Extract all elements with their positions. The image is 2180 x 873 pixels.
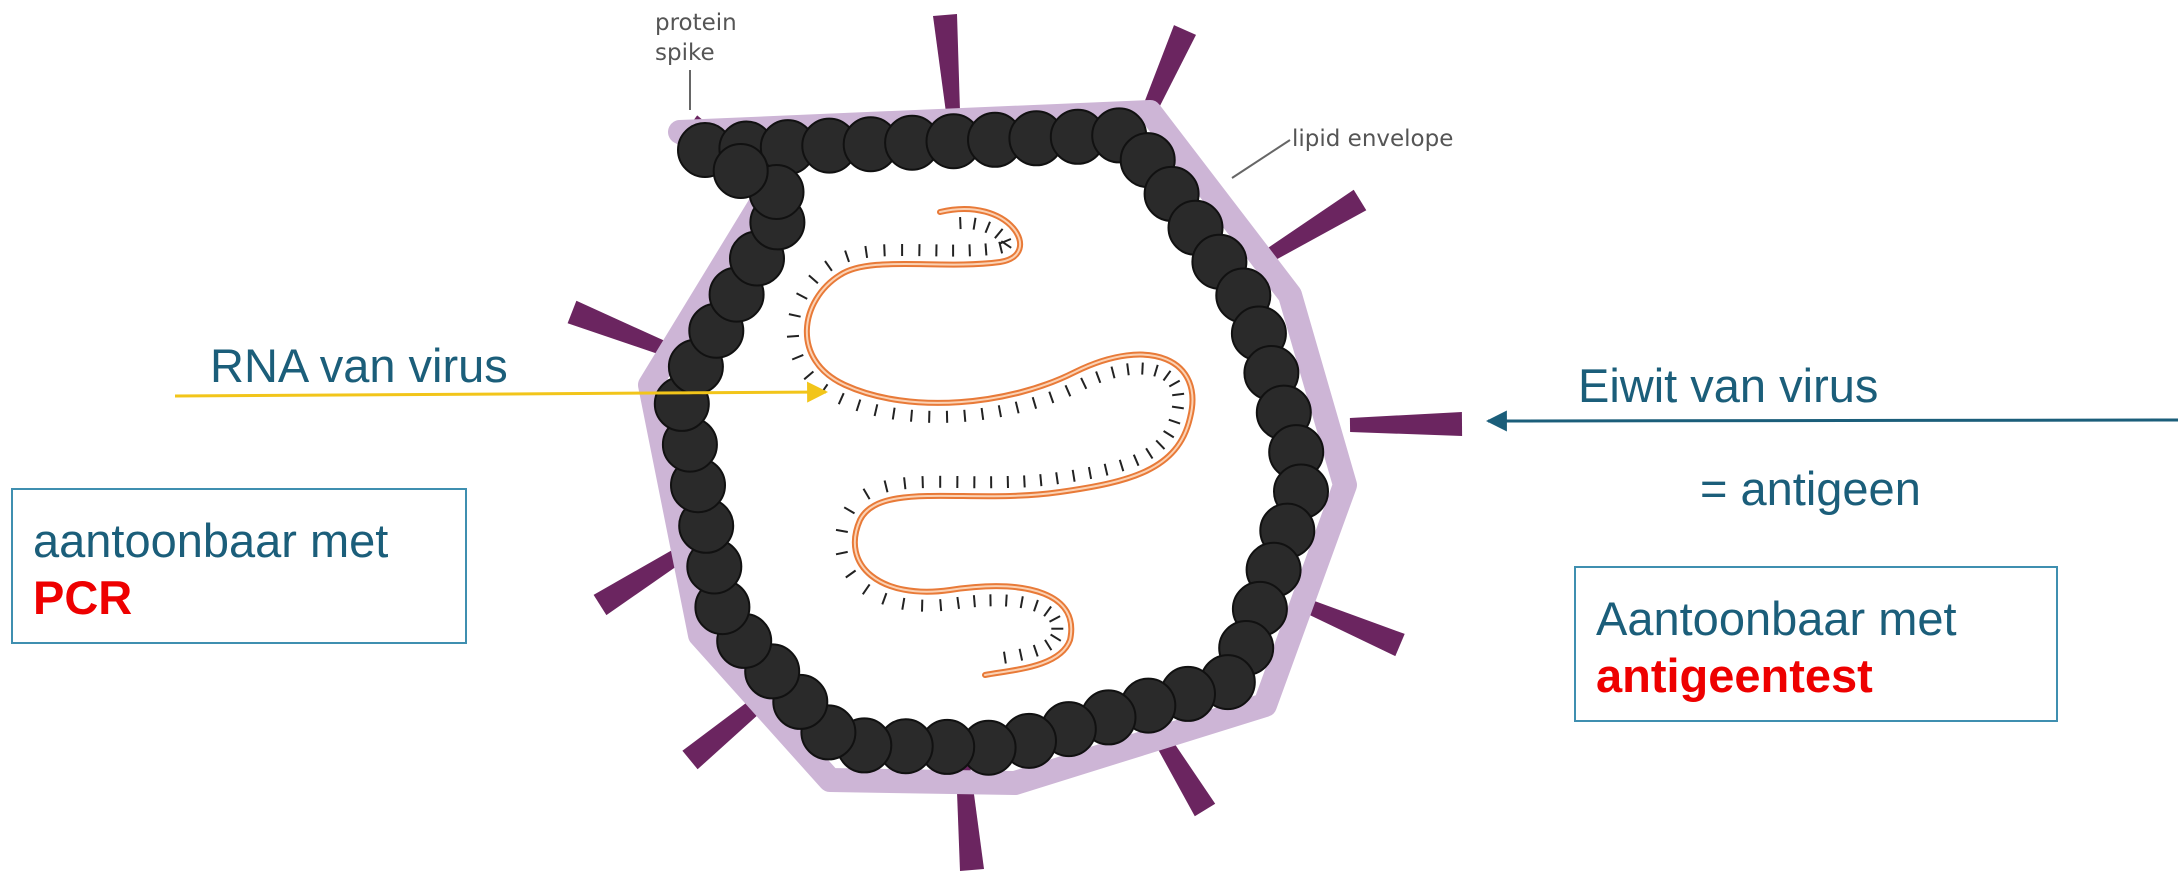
rna-base-tick: [1033, 397, 1036, 409]
rna-base-tick: [1112, 367, 1115, 379]
rna-base-tick: [845, 251, 849, 262]
protein-arrow: [1488, 420, 2178, 421]
rna-bases: [787, 217, 1184, 663]
rna-base-tick: [986, 222, 991, 233]
rna-base-tick: [804, 372, 813, 380]
rna-base-tick: [911, 410, 912, 422]
rna-base-tick: [1164, 431, 1174, 437]
rna-base-tick: [787, 336, 799, 337]
rna-base-tick: [885, 481, 888, 493]
rna-base-tick: [1169, 381, 1179, 387]
rna-base-tick: [1020, 649, 1023, 661]
lipid-envelope-leader: [1232, 140, 1290, 178]
rna-base-tick: [1050, 616, 1061, 622]
rna-base-tick: [846, 571, 856, 578]
rna-base-tick: [857, 400, 861, 411]
rna-base-tick: [904, 477, 905, 489]
rna-base-tick: [960, 217, 961, 229]
rna-base-tick: [844, 507, 854, 513]
rna-base-tick: [1056, 472, 1058, 484]
protein-label: Eiwit van virus: [1578, 362, 1878, 409]
rna-base-tick: [964, 410, 965, 422]
protein-spike-icon: [568, 301, 671, 357]
rna-base-tick: [1004, 652, 1006, 664]
rna-base-tick: [1156, 440, 1164, 449]
rna-base-tick: [1142, 363, 1143, 375]
rna-base-tick: [995, 229, 1003, 238]
rna-base-tick: [974, 218, 976, 230]
rna-base-tick: [1073, 470, 1075, 482]
rna-base-tick: [797, 293, 808, 299]
rna-base-tick: [1034, 645, 1038, 656]
rna-base-tick: [1154, 365, 1157, 377]
rna-base-tick: [865, 246, 867, 258]
rna-base-tick: [839, 393, 844, 404]
antigen-box-text: Aantoonbaar met: [1596, 592, 1957, 645]
rna-base-tick: [809, 275, 818, 283]
rna-base-tick: [875, 404, 878, 416]
rna-base-tick: [1051, 635, 1061, 641]
antigen-label: = antigeen: [1700, 465, 1921, 512]
rna-base-tick: [1089, 467, 1091, 479]
capsomere-icon: [714, 144, 768, 198]
rna-base-tick: [789, 314, 801, 317]
rna-base-tick: [1045, 640, 1051, 650]
rna-base-tick: [1024, 475, 1025, 487]
rna-base-tick: [825, 261, 832, 271]
pcr-box: aantoonbaar met PCR: [11, 488, 467, 644]
rna-base-tick: [836, 552, 848, 554]
rna-base-tick: [1001, 241, 1011, 248]
rna-base-tick: [982, 408, 984, 420]
protein-spike-icon: [1350, 412, 1462, 436]
protein-spike-icon: [1266, 190, 1366, 261]
rna-base-tick: [1164, 371, 1171, 381]
rna-base-tick: [940, 599, 941, 611]
rna-base-tick: [1044, 607, 1051, 617]
rna-base-tick: [864, 489, 870, 499]
antigen-method: antigeentest: [1596, 647, 2036, 704]
rna-base-tick: [1105, 464, 1108, 476]
rna-base-tick: [792, 355, 803, 360]
rna-base-tick: [893, 408, 895, 420]
rna-base-tick: [902, 598, 904, 610]
protein-spike-label: protein spike: [655, 10, 744, 66]
rna-base-tick: [1034, 600, 1038, 611]
rna-base-tick: [1096, 372, 1100, 383]
rna-base-tick: [882, 593, 886, 604]
rna-label: RNA van virus: [210, 342, 508, 389]
rna-base-tick: [1081, 378, 1086, 389]
rna-base-tick: [999, 405, 1001, 417]
rna-base-tick: [1134, 455, 1139, 466]
pcr-method: PCR: [33, 569, 445, 626]
rna-base-tick: [1169, 420, 1180, 424]
antigen-box: Aantoonbaar met antigeentest: [1574, 566, 2058, 722]
rna-base-tick: [863, 584, 870, 594]
rna-base-tick: [1146, 448, 1152, 458]
rna-base-tick: [1172, 394, 1184, 396]
rna-base-tick: [1120, 460, 1124, 471]
protein-spike-icon: [1302, 599, 1404, 657]
lipid-envelope-label: lipid envelope: [1292, 126, 1453, 152]
rna-arrow: [175, 392, 826, 396]
rna-base-tick: [836, 530, 848, 532]
rna-base-tick: [957, 597, 959, 609]
rna-base-tick: [974, 595, 975, 607]
rna-base-tick: [986, 243, 987, 255]
protein-spike-icon: [933, 14, 960, 113]
pcr-box-text: aantoonbaar met: [33, 514, 388, 567]
rna-base-tick: [884, 244, 885, 256]
rna-base-tick: [1016, 402, 1019, 414]
rna-base-tick: [1040, 474, 1041, 486]
rna-base-tick: [1021, 596, 1023, 608]
rna-base-tick: [1127, 363, 1129, 375]
rna-base-tick: [1049, 392, 1053, 403]
rna-strand-icon: [787, 209, 1192, 675]
rna-base-tick: [1172, 407, 1184, 409]
rna-base-tick: [1066, 385, 1071, 396]
rna-base-tick: [1006, 595, 1007, 607]
